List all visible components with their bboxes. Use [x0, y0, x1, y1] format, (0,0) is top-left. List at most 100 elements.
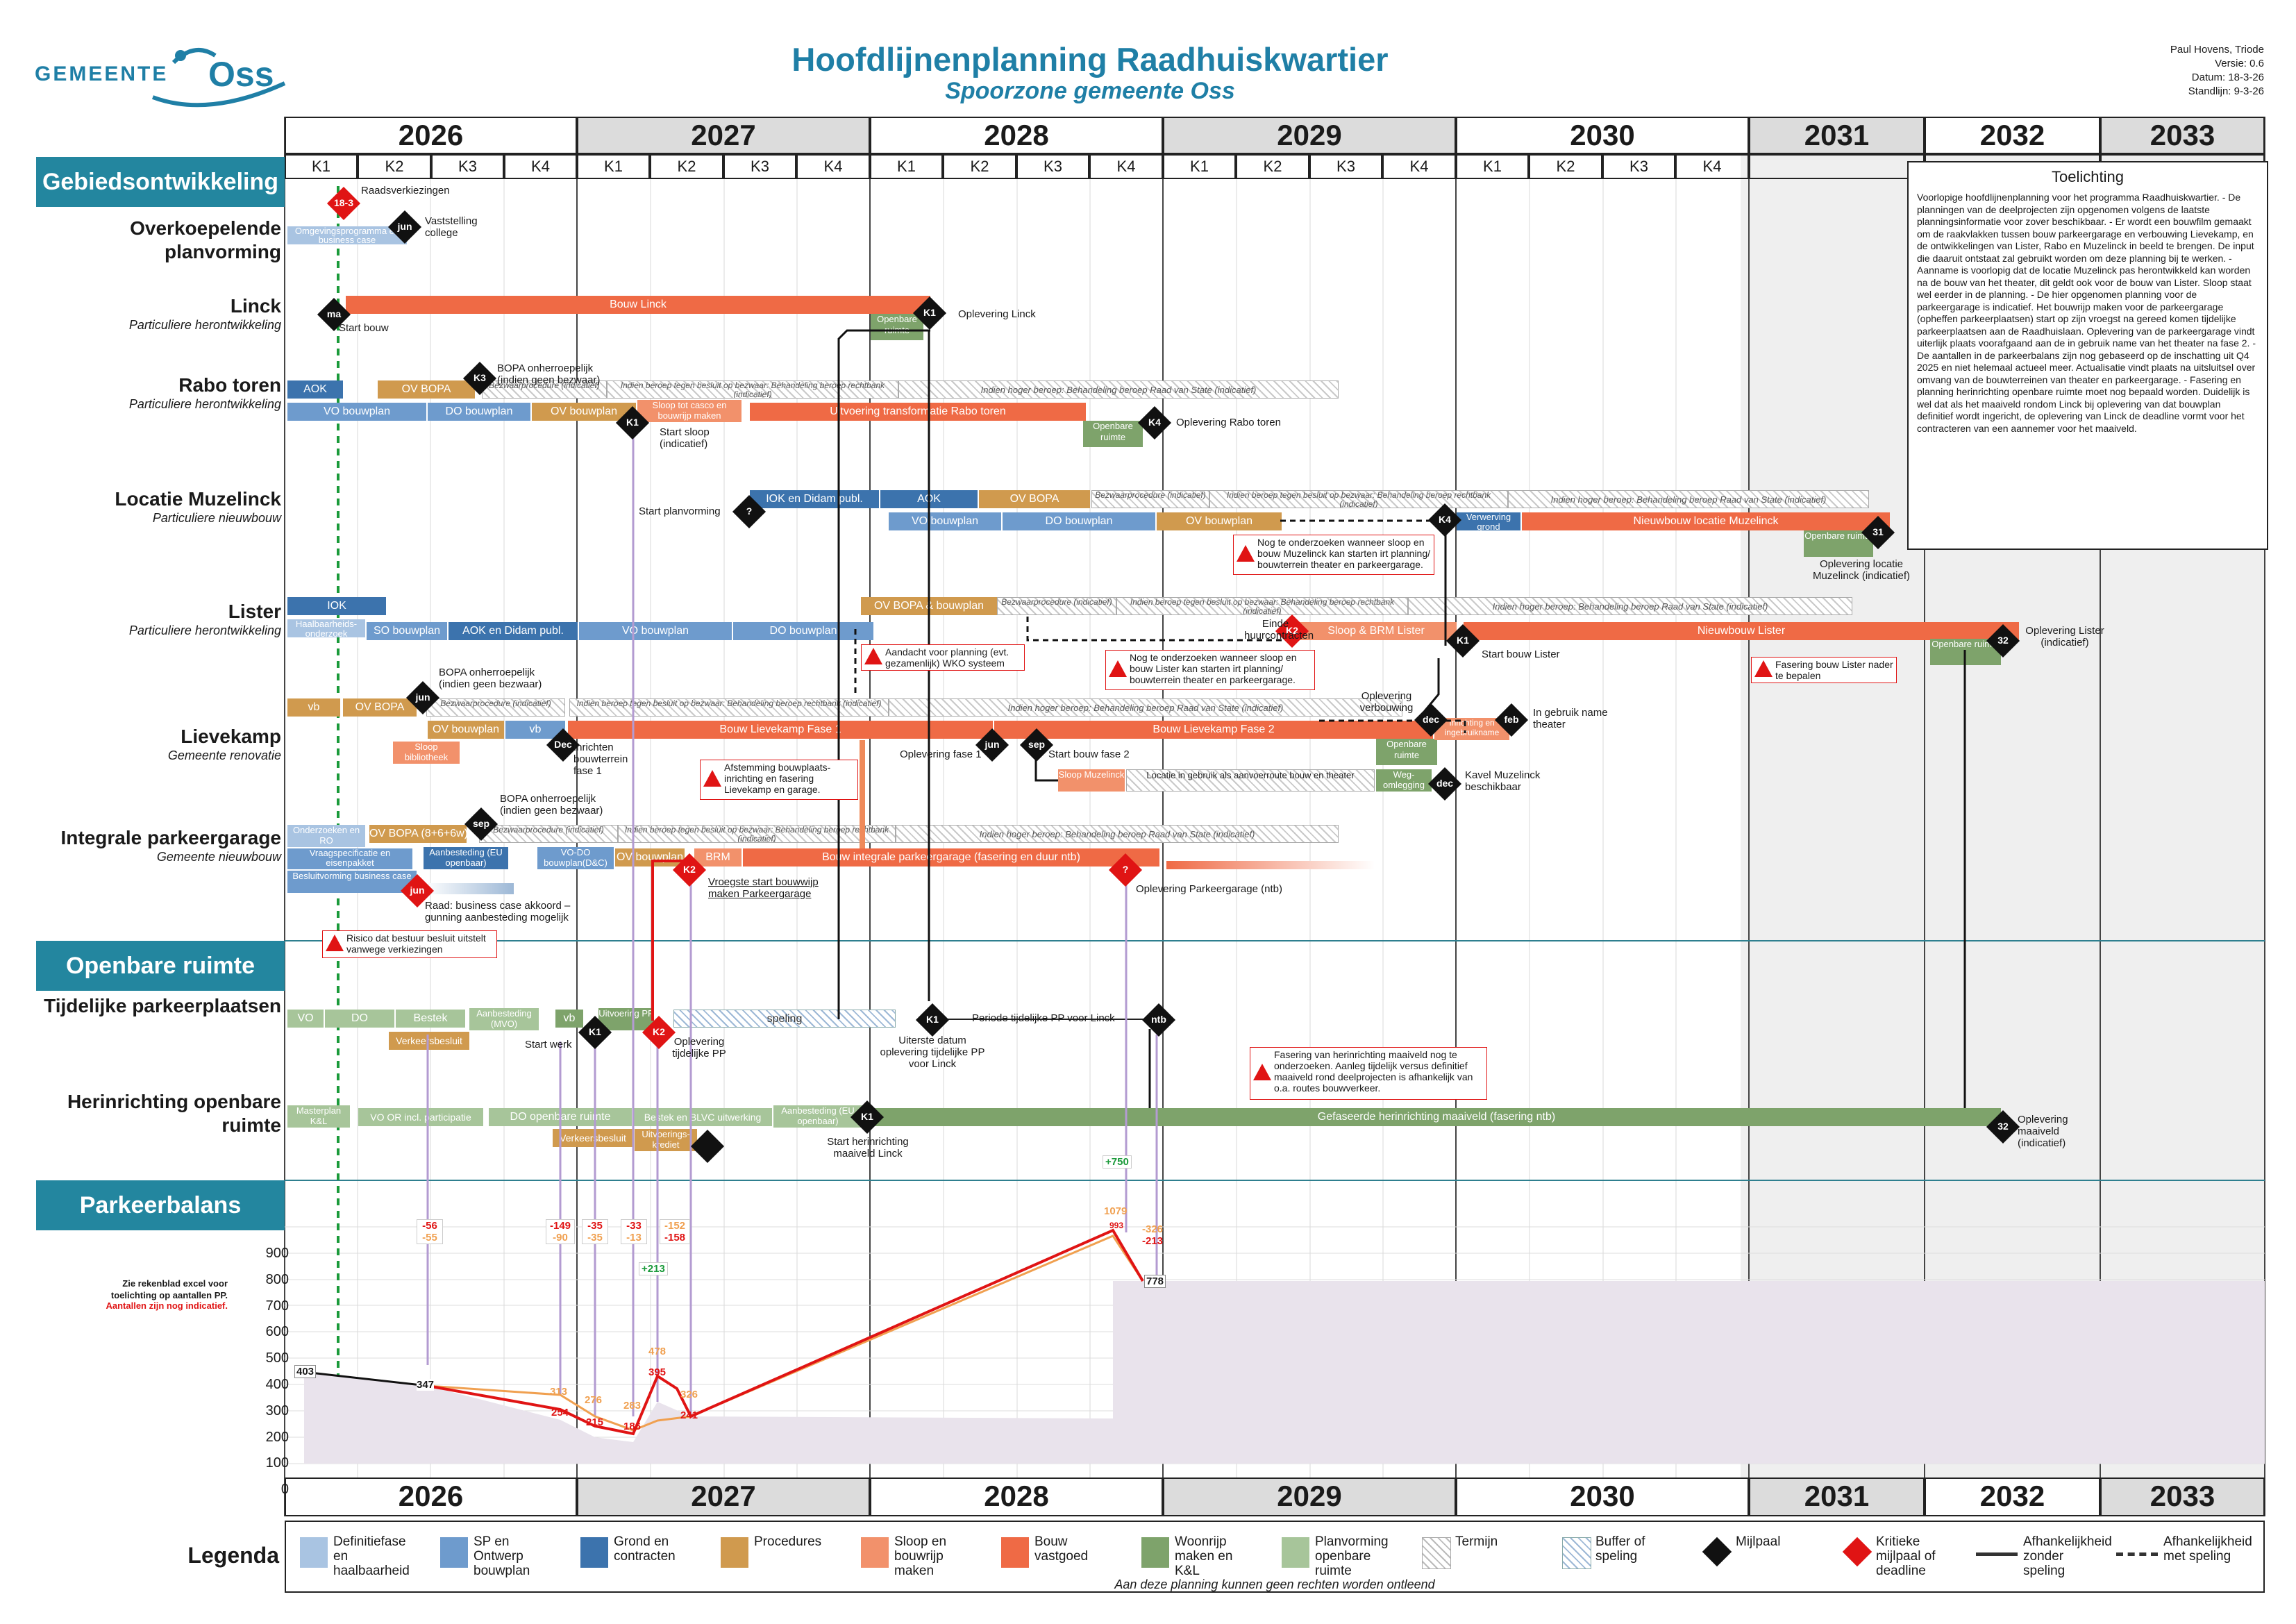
y-tick-400: 400: [265, 1377, 289, 1392]
legend-swatch: [721, 1537, 748, 1568]
bar-lister-so[interactable]: SO bouwplan: [367, 622, 447, 640]
warning-text: Aandacht voor planning (evt. gezamenlijk…: [885, 646, 1009, 669]
bar-pg-beroep-rb[interactable]: Indien beroep tegen besluit op bezwaar: …: [618, 825, 896, 843]
bar-pg-vraagspec[interactable]: Vraagspecificatie en eisenpakket: [287, 848, 412, 869]
pb-delta: -326-213: [1139, 1223, 1166, 1247]
bar-lk-beroep-rb[interactable]: Indien beroep tegen besluit op bezwaar: …: [569, 698, 889, 717]
bar-pg-onderzoeken[interactable]: Onderzoeken en RO: [287, 825, 365, 847]
bar-lister-bezwaar[interactable]: Bezwaarprocedure (indicatief): [997, 597, 1116, 615]
bar-lk-weg-omlegging[interactable]: Weg-omlegging: [1376, 769, 1432, 792]
bar-lk-locatie-gebruik[interactable]: Locatie in gebruik als aanvoerroute bouw…: [1126, 769, 1375, 792]
bar-lister-haalbaarheid[interactable]: Haalbaarheids-onderzoek: [287, 619, 365, 637]
legend-swatch: [861, 1537, 889, 1568]
year-2031: 2031: [1749, 117, 1925, 154]
bar-muz-verwerving[interactable]: Verwerving grond: [1457, 512, 1520, 530]
bar-lk-fase2[interactable]: Bouw Lievekamp Fase 2: [994, 721, 1433, 739]
bar-lister-beroep-rb[interactable]: Indien beroep tegen besluit op bezwaar: …: [1116, 597, 1408, 615]
year-bottom-2030: 2030: [1456, 1477, 1749, 1516]
bar-tpp-speling[interactable]: speling: [673, 1010, 896, 1028]
bar-muz-ov-bouwplan[interactable]: OV bouwplan: [1157, 512, 1282, 530]
bar-tpp-verkeersbesluit[interactable]: Verkeersbesluit: [389, 1032, 469, 1050]
bar-bouw-linck[interactable]: Bouw Linck: [346, 296, 930, 314]
row-main-label: Locatie Muzelinck: [115, 488, 281, 510]
row-sub-label: Particuliere herontwikkeling: [128, 318, 281, 332]
bar-hor-bestek[interactable]: Bestek en BLVC uitwerking: [633, 1108, 772, 1126]
bar-tpp-vo[interactable]: VO: [287, 1010, 324, 1028]
bar-muz-beroep-rb[interactable]: Indien beroep tegen besluit op bezwaar: …: [1209, 490, 1508, 508]
bar-tpp-bestek[interactable]: Bestek: [396, 1010, 465, 1028]
bar-lister-do[interactable]: DO bouwplan: [733, 622, 873, 640]
note-inrichten: Inrichten bouwterrein fase 1: [573, 742, 628, 777]
bar-lk-ov-bopa[interactable]: OV BOPA: [343, 698, 417, 717]
bar-lister-beroep-rvs[interactable]: Indien hoger beroep: Behandeling beroep …: [1408, 597, 1852, 615]
bar-rabo-uitvoering[interactable]: Uitvoering transformatie Rabo toren: [750, 403, 1086, 421]
year-bottom-2031: 2031: [1749, 1477, 1925, 1516]
bar-rabo-beroep-rb[interactable]: Indien beroep tegen besluit op bezwaar: …: [607, 380, 898, 399]
bar-pg-bouw[interactable]: Bouw integrale parkeergarage (fasering e…: [743, 848, 1159, 867]
bar-hor-verkeersbesluit[interactable]: Verkeersbesluit: [553, 1129, 633, 1147]
bar-lister-vo[interactable]: VO bouwplan: [579, 622, 732, 640]
note-oplevering-pg: Oplevering Parkeergarage (ntb): [1136, 883, 1282, 895]
bar-muz-beroep-rvs[interactable]: Indien hoger beroep: Behandeling beroep …: [1508, 490, 1869, 508]
bar-hor-uitvoeringskrediet[interactable]: Uitvoerings-krediet: [635, 1129, 697, 1151]
bar-muz-nieuwbouw[interactable]: Nieuwbouw locatie Muzelinck: [1522, 512, 1890, 530]
bar-lk-beroep-rvs[interactable]: Indien hoger beroep: Behandeling beroep …: [889, 698, 1402, 717]
bar-muz-bezwaar[interactable]: Bezwaarprocedure (indicatief): [1091, 490, 1209, 508]
bar-lk-vb[interactable]: vb: [287, 698, 340, 717]
pb-point-403: 403: [294, 1365, 317, 1378]
bar-rabo-aok[interactable]: AOK: [287, 380, 343, 399]
bar-hor-masterplan[interactable]: Masterplan K&L: [287, 1105, 350, 1128]
bar-lister-nieuwbouw[interactable]: Nieuwbouw Lister: [1464, 622, 2019, 640]
milestone-label: sep: [1028, 739, 1046, 750]
bar-rabo-vo[interactable]: VO bouwplan: [287, 403, 426, 421]
pb-delta-orange: -55: [422, 1232, 437, 1244]
bar-hor-vo-or[interactable]: VO OR incl. participatie: [358, 1108, 483, 1126]
bar-lister-iok[interactable]: IOK: [287, 597, 386, 615]
warning-text: Fasering bouw Lister nader te bepalen: [1775, 659, 1893, 681]
bar-muz-ov-bopa[interactable]: OV BOPA: [979, 490, 1090, 508]
bar-muz-iok-didam[interactable]: IOK en Didam publ.: [750, 490, 879, 508]
bar-rabo-do[interactable]: DO bouwplan: [428, 403, 530, 421]
milestone-label: K4: [1148, 417, 1161, 428]
note-start-fase2: Start bouw fase 2: [1048, 748, 1130, 760]
bar-muz-openbare-ruimte[interactable]: Openbare ruimte: [1804, 530, 1873, 557]
milestone-label: dec: [1436, 778, 1454, 789]
bar-rabo-beroep-rvs[interactable]: Indien hoger beroep: Behandeling beroep …: [898, 380, 1339, 399]
bar-lister-sloop-brm[interactable]: Sloop & BRM Lister: [1296, 622, 1457, 640]
bar-muz-do[interactable]: DO bouwplan: [1003, 512, 1155, 530]
bar-lk-sloop-muz[interactable]: Sloop Muzelinck: [1058, 769, 1125, 792]
quarter-k4-2028: K4: [1089, 154, 1163, 179]
note-raad-bc: Raad: business case akkoord – gunning aa…: [425, 900, 571, 923]
bar-pg-bezwaar[interactable]: Bezwaarprocedure (indicatief): [479, 825, 618, 843]
bar-tpp-uitvoering[interactable]: Uitvoering PP: [598, 1008, 654, 1030]
pb-point-778: 778: [1144, 1275, 1166, 1288]
milestone-label: K4: [1439, 514, 1451, 525]
bar-tpp-do[interactable]: DO: [325, 1010, 394, 1028]
bar-lk-ov-bouwplan[interactable]: OV bouwplan: [428, 721, 504, 739]
bar-lk-sloop-bib[interactable]: Sloop bibliotheek: [393, 742, 460, 764]
bar-tpp-vb[interactable]: vb: [555, 1010, 583, 1028]
bar-pg-besluit-bc[interactable]: Besluitvorming business case: [287, 871, 417, 893]
bar-tpp-aanbesteding[interactable]: Aanbesteding (MVO): [469, 1008, 539, 1030]
bar-pg-aanbesteding[interactable]: Aanbesteding (EU openbaar): [424, 847, 508, 869]
bar-omgevingsprogramma[interactable]: Omgevingsprogramma en business case: [287, 226, 407, 244]
bar-lk-fase1[interactable]: Bouw Lievekamp Fase 1: [568, 721, 993, 739]
bar-rabo-sloop-casco[interactable]: Sloop tot casco en bouwrijp maken: [637, 400, 741, 422]
bar-pg-brm[interactable]: BRM: [694, 848, 741, 867]
note-raadsverkiezingen: Raadsverkiezingen: [361, 185, 450, 196]
bar-rabo-ov-bouwplan[interactable]: OV bouwplan: [532, 403, 636, 421]
bar-rabo-ov-bopa[interactable]: OV BOPA: [378, 380, 475, 399]
warning-text: Risico dat bestuur besluit uitstelt vanw…: [346, 932, 486, 955]
note-oplevering-lister: Oplevering Lister (indicatief): [2025, 625, 2104, 648]
bar-hor-gefaseerde[interactable]: Gefaseerde herinrichting maaiveld (faser…: [872, 1108, 2001, 1126]
bar-pg-beroep-rvs[interactable]: Indien hoger beroep: Behandeling beroep …: [896, 825, 1339, 843]
bar-lister-aok-didam[interactable]: AOK en Didam publ.: [449, 622, 578, 640]
bar-lk-openbare-ruimte[interactable]: Openbare ruimte: [1376, 739, 1437, 765]
bar-rabo-bezwaar[interactable]: Bezwaarprocedure (indicatief): [482, 380, 607, 399]
bar-rabo-openbare-ruimte[interactable]: Openbare ruimte: [1083, 421, 1143, 447]
bar-hor-aanbesteding[interactable]: Aanbesteding (EU openbaar): [773, 1105, 862, 1128]
bar-pg-vo-do[interactable]: VO-DO bouwplan(D&C): [537, 847, 614, 869]
bar-pg-ov-bopa-6w[interactable]: OV BOPA (8+6+6w): [369, 825, 467, 843]
year-bottom-2027: 2027: [577, 1477, 870, 1516]
bar-lk-bezwaar[interactable]: Bezwaarprocedure (indicatief): [426, 698, 565, 717]
